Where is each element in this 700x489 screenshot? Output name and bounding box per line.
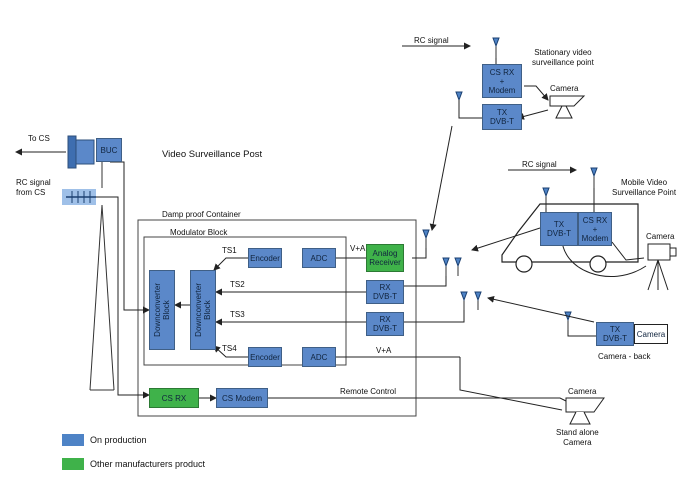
downconverter-block-1: Downconverter Block (149, 270, 175, 350)
stationary-camera-label: Camera (550, 84, 579, 93)
ts1-label: TS1 (222, 246, 237, 255)
standalone-camera-icon (565, 397, 605, 425)
rc-signal-mobile-label: RC signal (522, 160, 557, 169)
adc-block-2: ADC (302, 347, 336, 367)
legend-on-production: On production (90, 435, 147, 445)
mobile-cs-rx-modem-block: CS RX + Modem (578, 212, 612, 246)
damp-proof-container-label: Damp proof Container (162, 210, 241, 219)
back-camera-box: Camera (634, 324, 668, 344)
stationary-wiring (402, 42, 549, 231)
legend-swatch-other-manufacturers (62, 458, 84, 470)
stationary-point-label: Stationary video surveillance point (532, 48, 594, 67)
mobile-tx-dvbt-block: TX DVB-T (540, 212, 578, 246)
legend-swatch-on-production (62, 434, 84, 446)
ts4-label: TS4 (222, 344, 237, 353)
downconverter-1-label: Downconverter Block (153, 283, 171, 337)
stationary-camera-icon (549, 95, 586, 119)
va-top-label: V+A (350, 244, 366, 253)
satellite-dish-icon (67, 135, 95, 169)
modulator-block-label: Modulator Block (170, 228, 228, 237)
to-cs-label: To CS (28, 134, 50, 143)
mobile-wiring (471, 166, 647, 277)
standalone-camera-top-label: Camera (568, 387, 597, 396)
standalone-camera-label: Stand alone Camera (556, 428, 599, 447)
va-bottom-label: V+A (376, 346, 392, 355)
cs-modem-block: CS Modem (216, 388, 268, 408)
adc-block-1: ADC (302, 248, 336, 268)
ts2-label: TS2 (230, 280, 245, 289)
mobile-camera-label: Camera (646, 232, 675, 241)
mast (89, 160, 115, 391)
mobile-point-label: Mobile Video Surveillance Point (612, 178, 677, 197)
back-link (487, 295, 595, 323)
cs-rx-block: CS RX (149, 388, 199, 408)
video-surveillance-post-title: Video Surveillance Post (162, 149, 263, 160)
back-tx-dvbt-block: TX DVB-T (596, 322, 634, 346)
rc-signal-top-label: RC signal (414, 36, 449, 45)
downconverter-2-label: Downconverter Block (194, 283, 212, 337)
remote-control-label: Remote Control (340, 387, 397, 396)
analog-receiver-block: Analog Receiver (366, 244, 404, 272)
buc-block: BUC (96, 138, 122, 162)
encoder-block-2: Encoder (248, 347, 282, 367)
damp-proof-container (137, 219, 417, 417)
downconverter-block-2: Downconverter Block (190, 270, 216, 350)
legend-other-manufacturers: Other manufacturers product (90, 459, 206, 469)
yagi-antenna-icon (62, 189, 96, 205)
camera-back-label: Camera - back (598, 352, 651, 361)
rx-dvbt-block-1: RX DVB-T (366, 280, 404, 304)
stationary-tx-dvbt-block: TX DVB-T (482, 104, 522, 130)
modulator-block-frame (143, 236, 347, 366)
encoder-block-1: Encoder (248, 248, 282, 268)
rx-dvbt-block-2: RX DVB-T (366, 312, 404, 336)
stationary-cs-rx-modem-block: CS RX + Modem (482, 64, 522, 98)
ts3-label: TS3 (230, 310, 245, 319)
rc-signal-from-cs-label: RC signal from CS (16, 178, 51, 197)
tripod-camera-icon (647, 243, 677, 291)
mobile-van-icon (501, 203, 639, 273)
back-antenna-link (567, 330, 596, 337)
